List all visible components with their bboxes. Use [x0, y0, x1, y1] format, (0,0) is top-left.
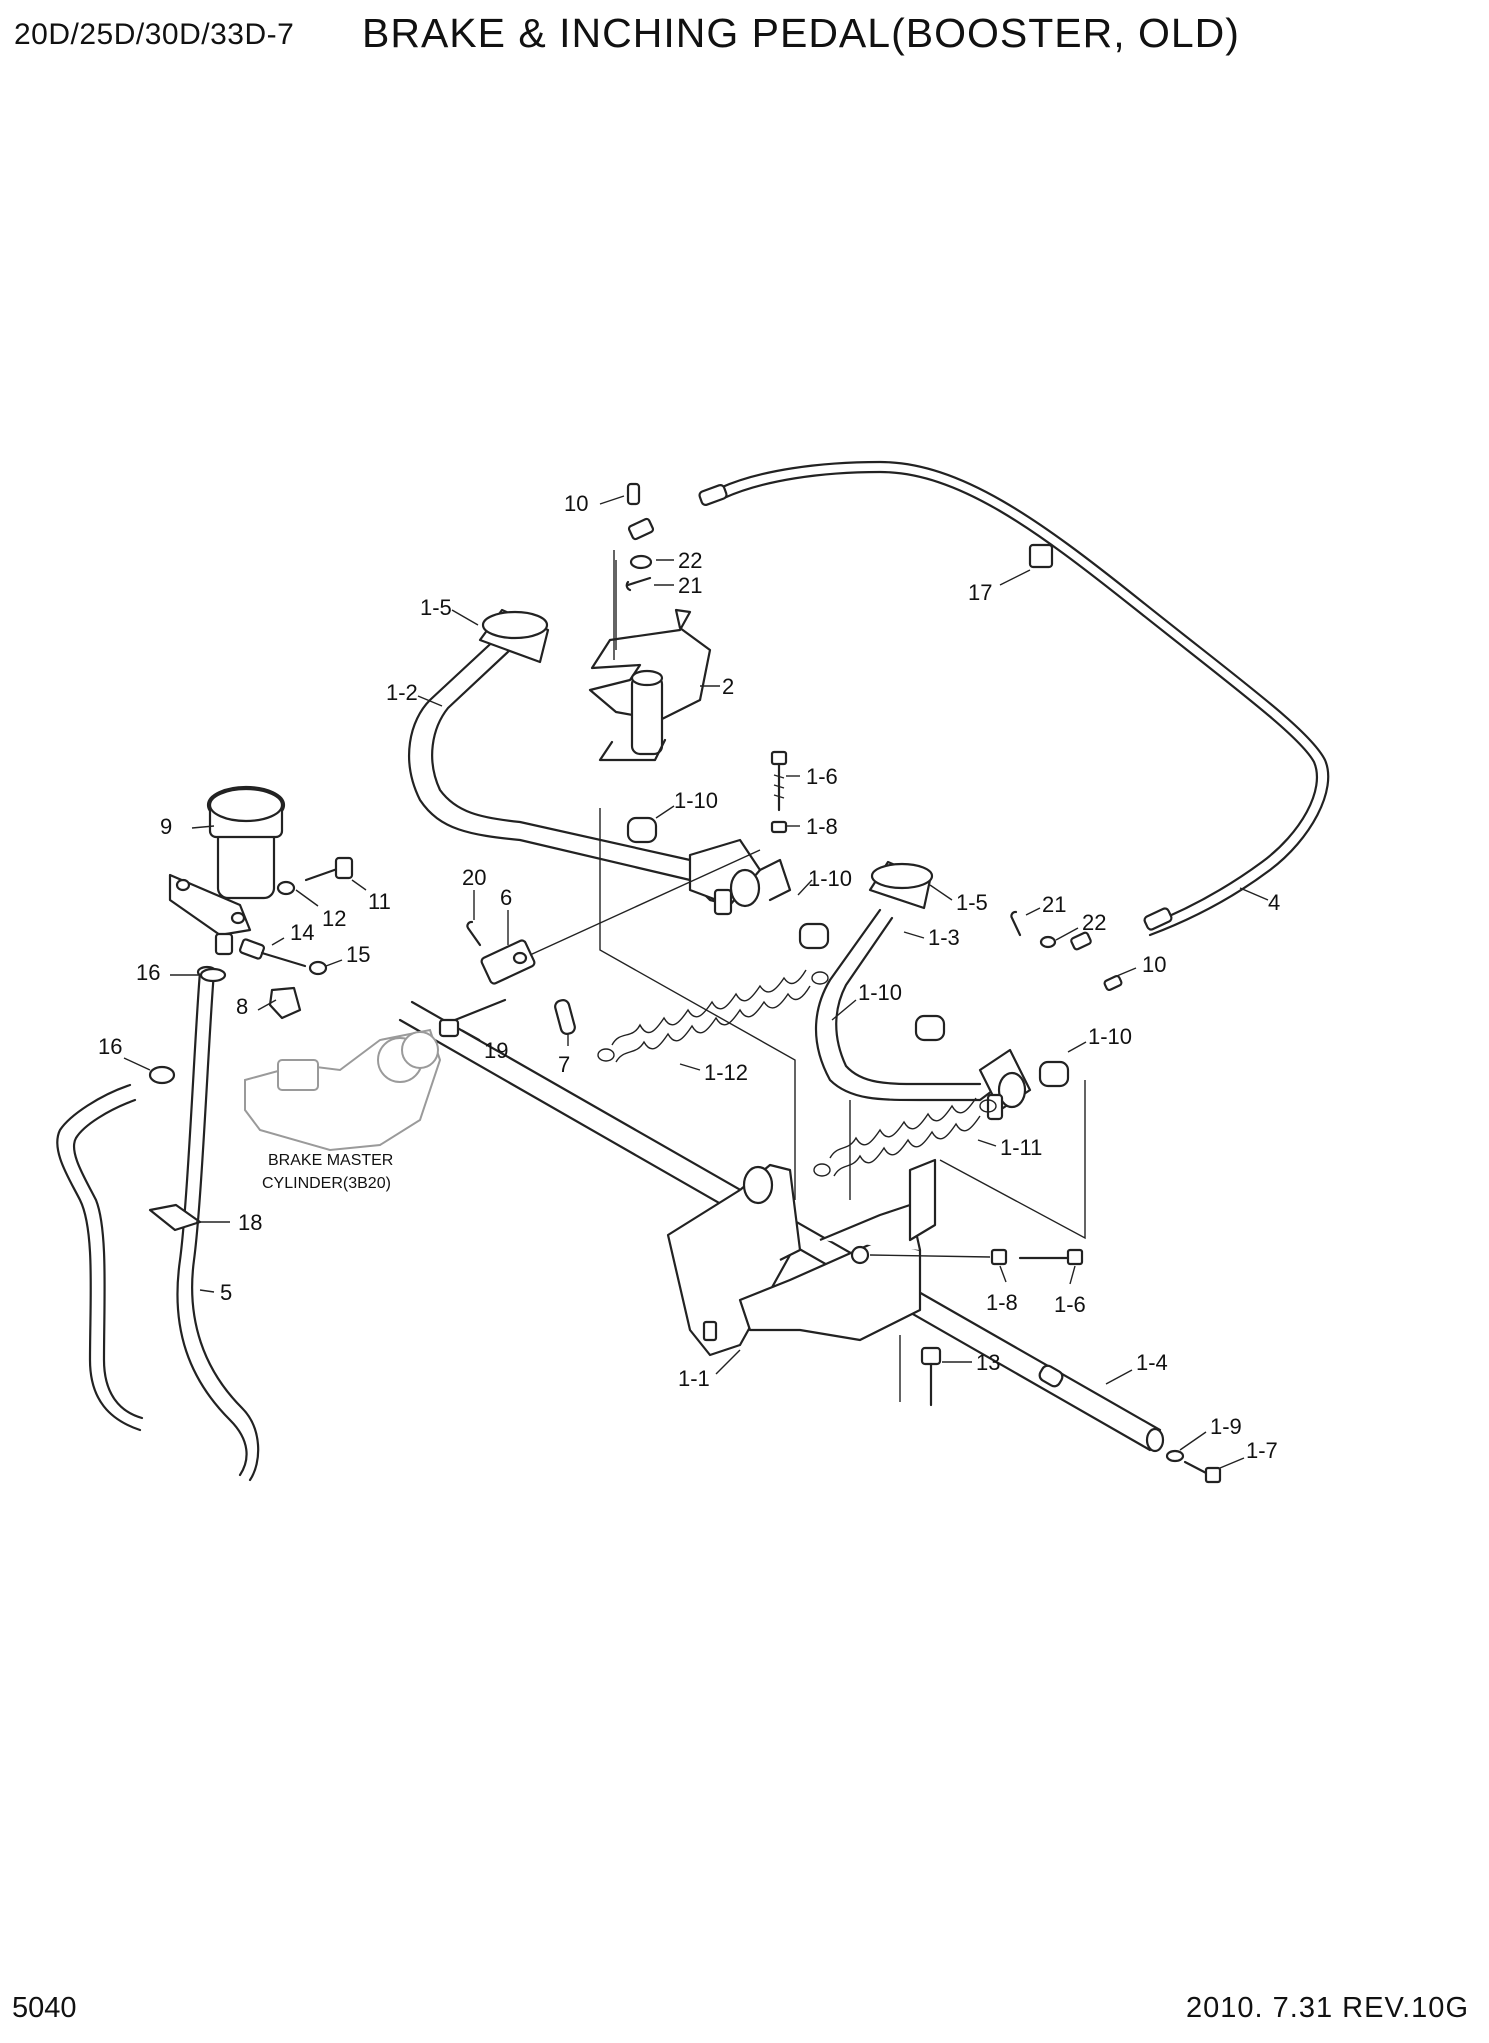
bolt-11: [276, 856, 354, 896]
callout-label: 20: [462, 865, 486, 890]
callout-label: 10: [1142, 952, 1166, 977]
assembly-guide-lines: [599, 560, 1086, 1402]
callout-label: 16: [98, 1034, 122, 1059]
callout-label: 10: [564, 491, 588, 516]
callout-label: 1-1: [678, 1366, 710, 1391]
revision-date: 2010. 7.31 REV.10G: [1186, 1992, 1469, 2024]
callout-label: 1-7: [1246, 1438, 1278, 1463]
callout-label: 1-2: [386, 680, 418, 705]
union-bolt-14: [239, 938, 328, 1020]
callout-label: 14: [290, 920, 314, 945]
page-number: 5040: [12, 1992, 77, 2024]
callout-label: 7: [558, 1052, 570, 1077]
callout-label: 1-6: [1054, 1292, 1086, 1317]
callout-label: 1-4: [1136, 1350, 1168, 1375]
callout-label: 21: [678, 573, 702, 598]
brake-master-cylinder: [244, 1028, 442, 1152]
spring-1-12: [597, 969, 829, 1063]
pedal-bracket-2: [588, 608, 712, 762]
callout-label: 1-5: [956, 890, 988, 915]
callout-label: 4: [1268, 890, 1280, 915]
callout-label: 1-10: [858, 980, 902, 1005]
callout-label: 17: [968, 580, 992, 605]
callout-label: 21: [1042, 892, 1066, 917]
callout-label: 19: [484, 1038, 508, 1063]
return-hose: [56, 1083, 144, 1432]
callout-label: 1-8: [806, 814, 838, 839]
callout-label: 22: [678, 548, 702, 573]
callout-label: 16: [136, 960, 160, 985]
bushing-1-10: [626, 816, 1070, 1088]
callout-label: 15: [346, 942, 370, 967]
pin-10-top: [613, 482, 655, 660]
callout-label: 1-12: [704, 1060, 748, 1085]
callout-label: 1-8: [986, 1290, 1018, 1315]
bolt-13: [920, 1346, 942, 1407]
callout-label: 1-11: [1000, 1135, 1042, 1160]
push-rod-assembly: [438, 849, 761, 1038]
hose-clamp-18: [148, 1203, 202, 1232]
callout-label: 2: [722, 674, 734, 699]
master-cylinder-note-line2: CYLINDER(3B20): [262, 1175, 391, 1192]
bolt-1-7: [1165, 1449, 1222, 1484]
callout-label: 9: [160, 814, 172, 839]
callout-label: 8: [236, 994, 248, 1019]
callout-label: 12: [322, 906, 346, 931]
brake-pedal-1-2: [408, 608, 792, 916]
hose-clamp-16-upper: [199, 967, 227, 983]
callout-label: 1-5: [420, 595, 452, 620]
hose-clamp-16-lower: [148, 1065, 176, 1085]
callout-label: 1-10: [808, 866, 852, 891]
callout-label: 22: [1082, 910, 1106, 935]
spring-1-11: [813, 1097, 997, 1177]
bolt-1-6-lower: [869, 1248, 1084, 1266]
callout-label: 1-6: [806, 764, 838, 789]
bolt-1-6-upper: [770, 750, 788, 834]
master-cylinder-note-line1: BRAKE MASTER: [268, 1152, 393, 1169]
callout-label: 1-10: [674, 788, 718, 813]
callout-label: 13: [976, 1350, 1000, 1375]
callout-label: 11: [368, 889, 391, 914]
callout-label: 1-10: [1088, 1024, 1132, 1049]
callout-label: 1-3: [928, 925, 960, 950]
pin-10-right: [1010, 910, 1123, 992]
callout-label: 18: [238, 1210, 262, 1235]
callout-label: 1-9: [1210, 1414, 1242, 1439]
model-number: 20D/25D/30D/33D-7: [14, 18, 295, 51]
reservoir-tank-9: [168, 785, 286, 956]
callout-label: 5: [220, 1280, 232, 1305]
callout-label: 6: [500, 885, 512, 910]
inching-pedal-1-3: [814, 860, 1032, 1121]
pedal-bracket-1-1: [666, 1158, 937, 1357]
inching-cable: [698, 460, 1330, 937]
page-title: BRAKE & INCHING PEDAL(BOOSTER, OLD): [362, 10, 1240, 56]
callout-labels: 10 22 21 17 1-5 1-2 2 1-6 1-8 1-10 9 1-1…: [98, 491, 1280, 1469]
